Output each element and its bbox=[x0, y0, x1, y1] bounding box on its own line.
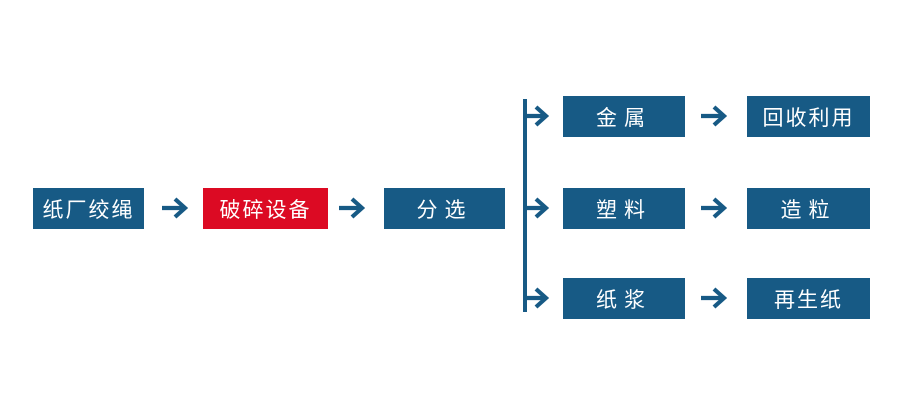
node-recycling: 回收利用 bbox=[747, 96, 870, 137]
node-granulation: 造粒 bbox=[747, 188, 870, 229]
arrow-right-icon bbox=[523, 287, 549, 309]
arrow-right-icon bbox=[701, 287, 727, 309]
arrow-right-icon bbox=[701, 197, 727, 219]
arrow-right-icon bbox=[162, 197, 188, 219]
node-recycled-paper: 再生纸 bbox=[747, 278, 870, 319]
node-paper-mill-rope: 纸厂绞绳 bbox=[33, 188, 144, 229]
node-crushing-equipment: 破碎设备 bbox=[203, 188, 328, 229]
node-pulp: 纸浆 bbox=[563, 278, 685, 319]
node-sorting: 分选 bbox=[384, 188, 505, 229]
node-plastic: 塑料 bbox=[563, 188, 685, 229]
branch-connector-line bbox=[523, 99, 527, 312]
arrow-right-icon bbox=[523, 105, 549, 127]
arrow-right-icon bbox=[339, 197, 365, 219]
arrow-right-icon bbox=[523, 197, 549, 219]
node-metal: 金属 bbox=[563, 96, 685, 137]
arrow-right-icon bbox=[701, 105, 727, 127]
